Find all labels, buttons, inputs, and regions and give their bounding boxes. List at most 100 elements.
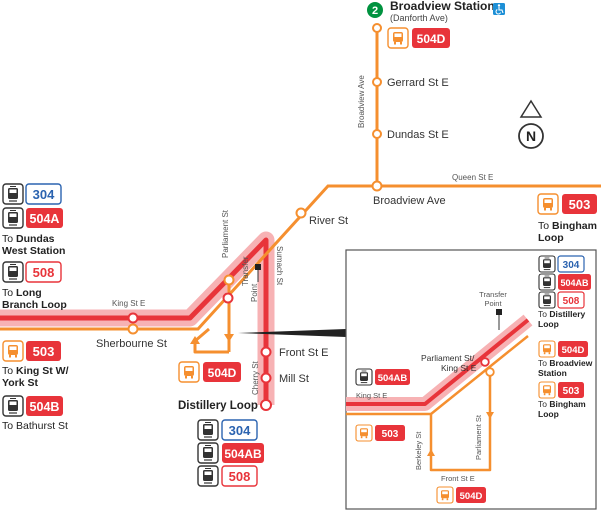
route-label-504b-west: 504B <box>30 400 60 414</box>
route-badge-504d-station[interactable] <box>412 28 450 48</box>
stop-gerrard[interactable] <box>372 77 382 87</box>
stop-broadview-station[interactable] <box>372 23 382 33</box>
route-badge-508-west[interactable] <box>25 261 62 283</box>
stop-front[interactable] <box>260 346 272 358</box>
inset-dest-distillery: To Distillery <box>538 309 586 319</box>
route-label-504d-parliament: 504D <box>208 366 237 380</box>
dest-bingham-to: To <box>538 220 552 232</box>
inset-arrow-up <box>427 449 435 456</box>
streetcar-icon <box>538 273 556 291</box>
stop-river[interactable] <box>295 207 307 219</box>
inset-dest-bingham: To Bingham <box>538 399 586 409</box>
route-badge-304-loop[interactable] <box>221 419 258 441</box>
route-badge-304-west[interactable] <box>25 183 62 205</box>
route-label-508-west: 508 <box>33 265 55 280</box>
inset-stop-parliament-queen[interactable] <box>485 367 495 377</box>
orange-line-queen <box>0 184 601 331</box>
stop-sherbourne-king[interactable] <box>127 312 139 324</box>
stop-sherbourne-queen[interactable] <box>127 323 139 335</box>
route-label-504d-station: 504D <box>417 32 446 46</box>
inset-badge-304[interactable] <box>557 255 585 273</box>
streetcar-icon <box>538 291 556 309</box>
route-label-508-loop: 508 <box>229 469 251 484</box>
subway-line-2-badge <box>367 2 383 18</box>
streetcar-icon <box>538 255 556 273</box>
stop-parliament-queen[interactable] <box>223 274 235 286</box>
inset-street-parliament: Parliament St <box>474 414 483 460</box>
stop-label-gerrard: Gerrard St E <box>387 77 449 89</box>
street-label-parliament: Parliament St <box>221 209 230 258</box>
inset-badge-label-304: 304 <box>563 260 580 271</box>
arrow-up-berkeley <box>190 336 200 344</box>
route-badge-503-west[interactable] <box>26 341 61 361</box>
route-label-504a-west: 504A <box>30 212 60 226</box>
bus-icon <box>538 340 556 358</box>
inset-badge-503[interactable] <box>558 382 584 398</box>
inset-dest-broadview-to: To <box>538 358 549 368</box>
north-compass-icon <box>518 123 544 149</box>
street-label-sumach: Sumach St <box>275 246 284 286</box>
wheelchair-icon <box>493 3 505 15</box>
stop-label-dundas: Dundas St E <box>387 129 449 141</box>
inset-transfer-label-2: Point <box>484 299 502 308</box>
dest-long-branch-to: To <box>2 287 16 299</box>
inset-badge-504d-bottom[interactable] <box>456 487 486 503</box>
dest-bathurst: To Bathurst St <box>2 420 68 432</box>
inset-badge-504d[interactable] <box>558 341 588 357</box>
stop-mill[interactable] <box>260 372 272 384</box>
route-badge-504a-west[interactable] <box>26 208 63 228</box>
street-label-queen: Queen St E <box>452 173 493 182</box>
route-badge-504ab-loop[interactable] <box>222 443 264 463</box>
stop-broadview-ave[interactable] <box>371 180 383 192</box>
dest-long-branch-name: Long <box>16 287 42 299</box>
dest-dundas-west-to: To <box>2 233 16 245</box>
inset-badge-504ab[interactable] <box>558 274 591 290</box>
inset-map: Transfer Point Parliament St/ King St E … <box>345 249 597 510</box>
stop-dundas[interactable] <box>372 129 382 139</box>
dest-king-york-to: To <box>2 365 16 377</box>
dest-bingham-name: Bingham <box>552 220 597 232</box>
inset-badge-508[interactable] <box>557 291 585 309</box>
route-label-304-west: 304 <box>33 187 55 202</box>
route-badge-504d-parliament[interactable] <box>203 362 241 382</box>
inset-dest-distillery-to: To <box>538 309 549 319</box>
inset-badge-label-504d-bottom: 504D <box>460 491 483 502</box>
route-badge-503-east[interactable] <box>562 194 597 214</box>
streetcar-icon <box>2 395 24 417</box>
inset-street-king: King St E <box>356 391 387 400</box>
bus-icon <box>178 361 200 383</box>
inset-badge-label-503-left: 503 <box>382 429 399 440</box>
route-label-503-west: 503 <box>33 344 55 359</box>
inset-dest-broadview-name: Broadview <box>549 358 592 368</box>
inset-badge-504ab-left[interactable] <box>375 369 410 385</box>
inset-transfer-marker <box>496 309 502 315</box>
streetcar-icon <box>2 261 24 283</box>
dest-king-york-name: King St W/ <box>16 365 69 377</box>
dest-bingham-name-2: Loop <box>538 232 564 244</box>
north-label: N <box>526 128 536 144</box>
north-triangle-icon <box>519 99 543 118</box>
stops <box>127 23 383 411</box>
stop-parliament-king[interactable] <box>222 292 234 304</box>
dest-long-branch-name-2: Branch Loop <box>2 299 67 311</box>
bus-icon <box>538 381 556 399</box>
inset-badge-503-left[interactable] <box>375 425 405 441</box>
inset-badge-label-504d: 504D <box>562 345 585 356</box>
inset-stop-parliament-king[interactable] <box>480 357 490 367</box>
inset-stop-label-1: Parliament St/ <box>421 353 475 363</box>
route-label-304-loop: 304 <box>229 423 251 438</box>
stop-distillery[interactable] <box>260 399 272 411</box>
dest-king-york-name-2: York St <box>2 377 38 389</box>
inset-dest-bingham-to: To <box>538 399 549 409</box>
dest-dundas-west-name: Dundas <box>16 233 55 245</box>
route-badge-504b-west[interactable] <box>26 396 63 416</box>
route-label-504ab-loop: 504AB <box>224 447 262 461</box>
inset-arrow-down <box>486 412 494 419</box>
subway-line-number: 2 <box>372 5 378 17</box>
inset-badge-label-508: 508 <box>563 296 580 307</box>
dest-king-york: To King St W/ <box>2 365 69 377</box>
north-arrow: N <box>518 99 544 149</box>
streetcar-icon <box>197 419 219 441</box>
streetcar-icon <box>197 442 219 464</box>
route-badge-508-loop[interactable] <box>221 465 258 487</box>
